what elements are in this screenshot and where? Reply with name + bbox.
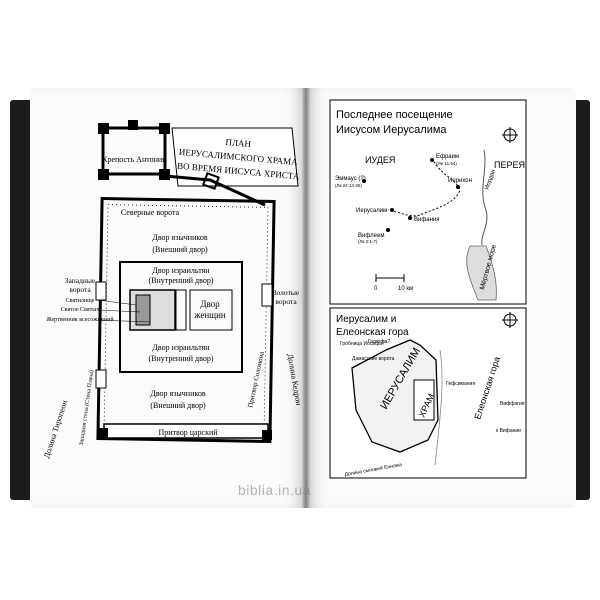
- svg-text:женщин: женщин: [193, 310, 226, 320]
- svg-text:(Лк 2:1-7): (Лк 2:1-7): [358, 239, 378, 244]
- svg-text:Двор язычников: Двор язычников: [150, 389, 205, 398]
- svg-text:Иерихон: Иерихон: [448, 178, 472, 184]
- svg-text:10 км: 10 км: [398, 286, 413, 292]
- temple-block: [413, 379, 435, 421]
- svg-text:Святое Святых: Святое Святых: [61, 307, 99, 313]
- svg-text:Золотые: Золотые: [273, 288, 300, 297]
- svg-text:(Ин 11:54): (Ин 11:54): [436, 161, 457, 166]
- svg-text:к Вифании: к Вифании: [496, 428, 521, 434]
- title-banner: [171, 127, 299, 187]
- inner-court: [119, 261, 243, 373]
- jordan-river: [481, 149, 488, 246]
- outer-wall: [96, 196, 276, 444]
- svg-text:Эммаус (?): Эммаус (?): [335, 176, 366, 182]
- dead-sea: [466, 245, 497, 301]
- svg-text:Двор язычников: Двор язычников: [152, 233, 207, 242]
- svg-text:0: 0: [374, 286, 378, 292]
- top-map-title-1: Последнее посещение: [336, 109, 453, 121]
- royal-porch-label: Притвор царский: [158, 428, 218, 437]
- svg-text:Ефраим: Ефраим: [436, 154, 459, 160]
- svg-text:(Внутренний двор): (Внутренний двор): [148, 276, 213, 285]
- svg-text:Голгофа?: Голгофа?: [368, 339, 390, 345]
- svg-text:ворота: ворота: [275, 297, 297, 306]
- svg-text:(Лк 24:13-35): (Лк 24:13-35): [335, 183, 362, 188]
- svg-text:Двор израильтян: Двор израильтян: [152, 343, 210, 352]
- bottom-map-title-2: Елеонская гора: [336, 327, 409, 338]
- antonia-label: Крепость Антония: [102, 155, 166, 164]
- svg-text:Иерусалим: Иерусалим: [356, 208, 387, 214]
- svg-text:Жертвенник всесожжений: Жертвенник всесожжений: [46, 316, 114, 323]
- svg-text:Двор израильтян: Двор израильтян: [152, 266, 210, 275]
- svg-text:Вифлеем: Вифлеем: [358, 233, 384, 239]
- north-gate-label: Северные ворота: [121, 208, 180, 217]
- svg-text:Дамасские ворота: Дамасские ворота: [352, 356, 395, 362]
- svg-text:Двор: Двор: [200, 299, 220, 309]
- svg-text:(Внешний двор): (Внешний двор): [150, 401, 206, 410]
- jerusalem-walls: [351, 339, 439, 453]
- svg-text:Виффагия: Виффагия: [500, 401, 525, 407]
- svg-text:Гробница Иосифа?: Гробница Иосифа?: [340, 341, 385, 347]
- bottom-map-title-1: Иерусалим и: [336, 314, 396, 325]
- svg-text:ворота: ворота: [69, 285, 91, 294]
- watermark: biblia.in.ua: [238, 482, 311, 498]
- svg-text:ПЕРЕЯ: ПЕРЕЯ: [494, 160, 525, 170]
- top-map-title-2: Иисусом Иерусалима: [336, 124, 447, 136]
- svg-text:Вифания: Вифания: [414, 217, 440, 223]
- svg-text:Святилище: Святилище: [66, 298, 95, 304]
- svg-text:ИУДЕЯ: ИУДЕЯ: [365, 155, 395, 165]
- svg-text:(Внутренний двор): (Внутренний двор): [148, 354, 213, 363]
- svg-text:(Внешний двор): (Внешний двор): [152, 245, 208, 254]
- book-spine: [302, 88, 310, 508]
- svg-text:Западные: Западные: [65, 276, 96, 285]
- plan-title-1: ПЛАН: [225, 137, 252, 149]
- svg-text:Гефсимания: Гефсимания: [446, 381, 475, 387]
